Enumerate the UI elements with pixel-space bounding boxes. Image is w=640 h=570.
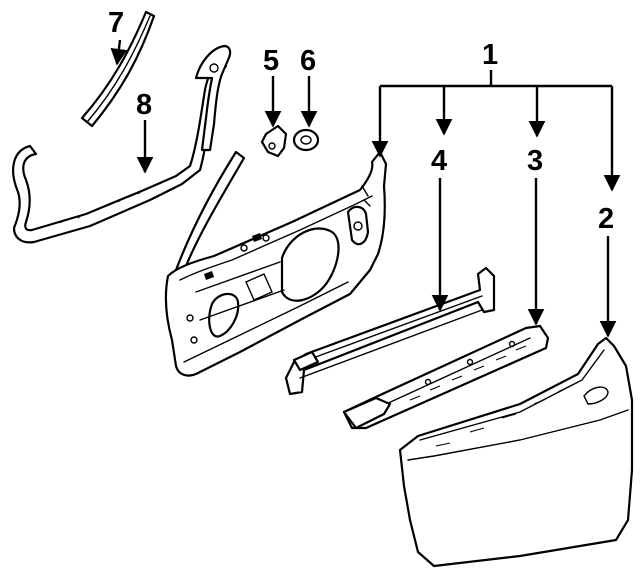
callout-1: 1 — [482, 39, 498, 71]
callout-labels: 7 8 5 6 1 4 3 2 — [108, 7, 614, 235]
part-5-clip — [260, 124, 288, 158]
callout-2: 2 — [598, 203, 614, 235]
callout-7: 7 — [108, 7, 124, 39]
part-inner-door-shell — [164, 150, 388, 377]
callout-5: 5 — [263, 45, 279, 77]
part-3-lower-panel — [342, 324, 550, 430]
callout-6: 6 — [300, 45, 316, 77]
part-7-run-channel — [80, 10, 156, 128]
callout-4: 4 — [431, 145, 447, 177]
leader-lines — [110, 39, 621, 338]
part-4-impact-beam — [284, 266, 496, 396]
part-6-grommet — [292, 128, 320, 152]
callout-8: 8 — [136, 89, 152, 121]
callout-3: 3 — [527, 145, 543, 177]
part-sash-bracket — [194, 44, 232, 152]
part-2-outer-skin — [398, 336, 634, 568]
